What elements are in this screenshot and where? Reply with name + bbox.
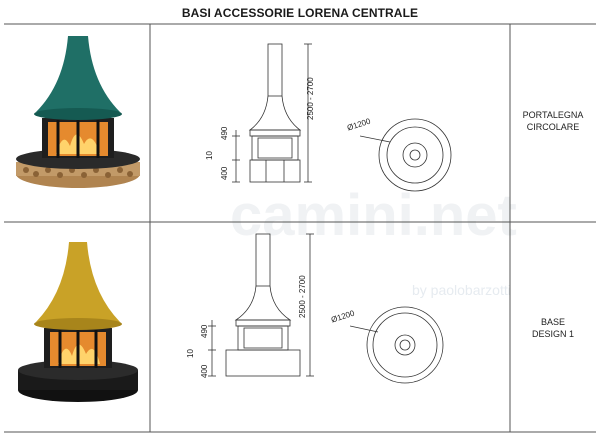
product-image-base-design — [18, 242, 138, 402]
plan-view-drawing-1 — [360, 118, 452, 192]
row-label-portalegna: PORTALEGNA CIRCOLARE — [510, 109, 596, 133]
dim-height-2: 2500 - 2700 — [298, 275, 307, 318]
watermark-byline: by paolobarzotti — [412, 282, 511, 298]
dim-lower-1: 400 — [220, 166, 229, 180]
row-label-line: DESIGN 1 — [531, 329, 574, 339]
watermark-brand: camini.net — [230, 183, 517, 248]
dim-upper-2: 490 — [200, 324, 209, 338]
front-elevation-drawing-2 — [208, 233, 314, 377]
row-label-line: BASE — [540, 317, 565, 327]
watermark: camini.net — [230, 182, 517, 249]
product-image-portalegna — [16, 36, 140, 188]
row-label-line: PORTALEGNA — [522, 110, 584, 120]
page-title: BASI ACCESSORIE LORENA CENTRALE — [181, 6, 419, 20]
plan-view-drawing-2 — [350, 306, 444, 384]
dim-upper-1: 490 — [220, 126, 229, 140]
dim-gap-1: 10 — [205, 151, 214, 160]
row-label-base-design: BASE DESIGN 1 — [510, 316, 596, 340]
dim-lower-2: 400 — [200, 364, 209, 378]
dim-gap-2: 10 — [186, 349, 195, 358]
front-elevation-drawing-1 — [232, 43, 312, 183]
row-label-line: CIRCOLARE — [526, 122, 580, 132]
dim-height-1: 2500 - 2700 — [306, 77, 315, 120]
